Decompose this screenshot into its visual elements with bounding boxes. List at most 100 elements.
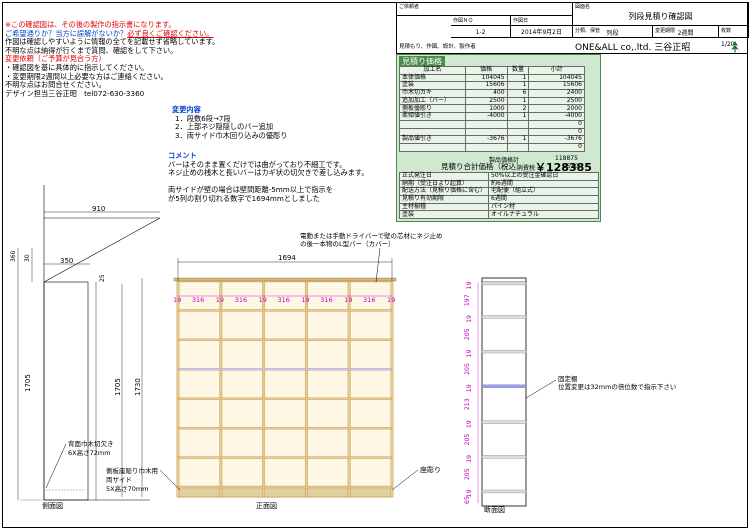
estimate-cell (399, 142, 466, 152)
front-side-panel (262, 280, 266, 498)
section-fixed-label: 固定棚 (558, 374, 578, 383)
front-col-dim-label: 19 (387, 296, 395, 304)
estimate-title: 見積り価格 (399, 56, 445, 67)
side-dim-depth: 910 (92, 205, 105, 213)
front-dim-h1: 1705 (114, 378, 122, 396)
drawing-title-cell: 図面名 列段見積り確認図 (573, 2, 749, 26)
section-dim-label: 19 (466, 420, 473, 428)
date-label: 作図日 (513, 18, 529, 24)
changes-block: 変更内容 1．段数6段→7段 2．上部ネジ隠隠しのバー追加 3．両サイド巾木回り… (172, 105, 287, 140)
note-line-7: ・変更期限2週間以上必要な方はご連絡ください。 (5, 71, 168, 81)
total-value: ￥128385 (535, 161, 592, 174)
front-caption: 正面図 (256, 502, 277, 510)
section-caption: 断面図 (484, 505, 505, 514)
front-grid (173, 277, 397, 498)
front-carve-label: 座彫り (420, 465, 441, 474)
note-line-1: ※この確認図は、その後の製作の指示書になります。 (5, 20, 176, 29)
section-dim-label: 19 (466, 455, 473, 463)
section-dim-label: 19 (466, 490, 473, 498)
comment-block: コメント バーはそのまま置くだけでは曲がっており不細工です。 ネジ止めの桟木と長… (168, 151, 369, 204)
section-dim-label: 213 (464, 398, 471, 410)
front-view (177, 280, 393, 498)
table-row: 0 (399, 127, 585, 137)
table-row: 主材樹種パイン材 (398, 202, 599, 212)
note-line-2a: ご希望通りか？当方に誤解がないか？ (5, 28, 128, 38)
side-leader (45, 443, 67, 489)
deadline-value: 2週間 (677, 30, 694, 37)
estimate-cell (506, 142, 530, 152)
section-shelf (481, 455, 527, 459)
deadline-label: 変更期限 (655, 28, 676, 34)
front-shelf (177, 456, 393, 459)
deadline-cell: 変更期限 2週間 (653, 26, 719, 38)
side-dim-height: 1705 (24, 374, 32, 392)
title-block: ご依頼者 図面名 列段見積り確認図 作図ＮＯ 作図日 1-2 2014年9月2日… (396, 2, 749, 54)
section-view (481, 277, 527, 507)
date-label-cell: 作図日 (511, 16, 573, 26)
date-cell: 2014年9月2日 (511, 26, 573, 38)
tax-value: 9510 (563, 163, 579, 170)
section-dim-label: 205 (464, 328, 471, 340)
front-col-dim-label: 19 (301, 296, 309, 304)
front-shelf (177, 309, 393, 312)
section-shelf (481, 384, 527, 388)
section-dim-label: 19 (466, 282, 473, 290)
category-value: 列段 (606, 30, 619, 37)
pages-value: 1/20 (721, 41, 735, 48)
front-carve-leader (391, 469, 419, 491)
front-shelf (177, 338, 393, 342)
changes-title: 変更内容 (172, 105, 201, 114)
front-col-dim-label: 19 (173, 296, 181, 304)
comment-line-1: バーはそのまま置くだけでは曲がっており不細工です。 (168, 159, 347, 169)
section-fixed-label-2: 位置変更は32mmの倍位数で指示下さい (558, 382, 676, 391)
terms-label: 塗装 (398, 210, 490, 220)
front-shelf (177, 397, 393, 400)
front-dims (121, 258, 393, 497)
front-side-panel (347, 280, 351, 498)
company-logo-icon (731, 41, 739, 53)
front-col-dim-label: 316 (192, 296, 204, 304)
drawing-no-label: 作図ＮＯ (453, 18, 474, 24)
front-bar-label-1: 電動または手動ドライバーで壁の芯材にネジ止め (300, 231, 442, 240)
note-line-3: 作図は確認しやすいように情報の全てを記載せず省略しています。 (5, 37, 220, 47)
side-caption: 側面図 (42, 501, 63, 510)
drawing-label: 図面名 (575, 4, 591, 10)
note-line-2b: 必ず良くご確認ください。 (127, 28, 214, 38)
section-dim-label: 65 (464, 496, 471, 504)
front-dim-width: 1694 (278, 254, 296, 262)
drawing-title: 列段見積り確認図 (628, 12, 693, 21)
company-name: ONE&ALL co,.ltd. 三谷正昭 (575, 43, 691, 53)
comment-line-5: が5列の割り切れる数字で1694mmとしました (168, 193, 320, 203)
pages-cell: 枚数 (719, 26, 749, 38)
front-side-panel (219, 280, 223, 498)
front-col-dim-label: 19 (216, 296, 224, 304)
front-bar-leader (375, 247, 381, 283)
side-dim-25: 25 (99, 274, 106, 282)
changes-item-1: 1．段数6段→7段 (175, 113, 231, 123)
front-side-panel (390, 280, 394, 498)
total-label: 見積り合計価格（税込） (441, 162, 524, 171)
date-value: 2014年9月2日 (521, 29, 562, 36)
front-side-panel (176, 280, 180, 498)
comment-title: コメント (168, 151, 197, 160)
client-label: ご依頼者 (399, 4, 420, 10)
section-shelf (481, 489, 527, 494)
pages-label: 枚数 (721, 28, 732, 34)
table-row: 0 (399, 142, 585, 152)
table-row: 塗装オイルナチュラル (398, 210, 599, 220)
category-label: 分類、保管 (575, 28, 601, 34)
subtotal-value: 118875 (555, 155, 578, 162)
front-side-label-2: 両サイド (106, 476, 132, 484)
note-line-5: 変更依頼（ご予算が見合う方） (5, 54, 106, 64)
comment-line-4: 両サイドが壁の場合は壁間距離-5mm以上で指示を (168, 185, 333, 195)
front-shelf (177, 426, 393, 430)
front-bar-label-2: の後一本物のL型バー（カバー） (300, 239, 395, 248)
section-shelf (481, 349, 527, 354)
section-dim-label: 19 (466, 315, 473, 323)
section-shelves (481, 281, 527, 494)
